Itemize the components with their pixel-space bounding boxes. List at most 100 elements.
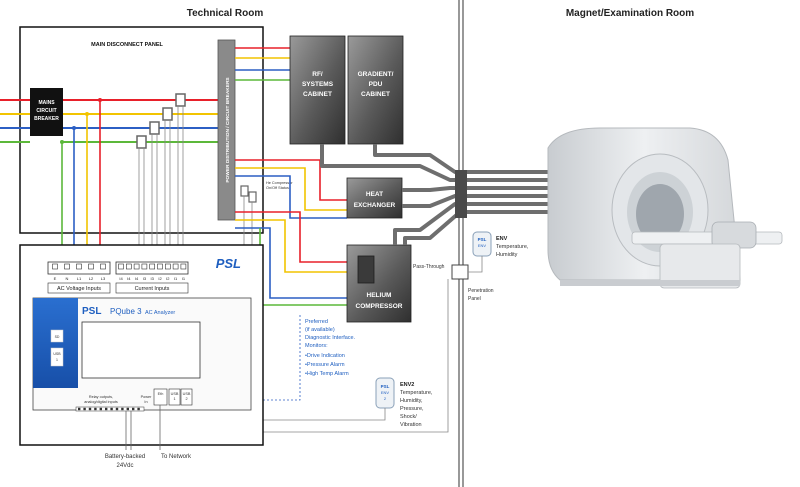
- helium-label-2: COMPRESSOR: [356, 303, 403, 310]
- io-terminal-strip: [75, 406, 145, 412]
- battery-label-2: 24Vdc: [116, 463, 133, 469]
- pqube-display: [81, 321, 201, 379]
- io-terminal: [126, 407, 129, 411]
- pqube-badge: PSL: [82, 306, 101, 317]
- current-terminal: [165, 263, 171, 270]
- env2-badge-text-2: 2: [384, 396, 387, 401]
- env-badge-text: ENV: [478, 243, 487, 248]
- side-slot-2a: USB: [53, 352, 61, 356]
- mains-circuit-breaker: [30, 88, 63, 136]
- usb1-port: [168, 388, 181, 406]
- current-terminal-label: I1: [182, 276, 186, 281]
- breaker-label-3: BREAKER: [34, 116, 59, 122]
- battery-label-1: Battery-backed: [105, 454, 145, 460]
- sd-slot: [50, 329, 64, 343]
- io-terminal: [83, 407, 86, 411]
- power-label-1: Power: [141, 395, 152, 399]
- pqube-blue-panel: [33, 298, 78, 388]
- io-terminal: [94, 407, 97, 411]
- current-transformers: [136, 93, 186, 262]
- breaker-label-2: CIRCUIT: [36, 108, 56, 114]
- env-desc-1: Temperature,: [496, 244, 529, 250]
- gradient-label-2: PDU: [369, 81, 383, 88]
- panel-title: MAIN DISCONNECT PANEL: [91, 42, 163, 48]
- eth-label: Eth: [158, 392, 164, 396]
- compressor-status-2: On/Off Status: [266, 186, 289, 190]
- compressor-status-1: He Compressor: [266, 181, 293, 185]
- distribution-label: POWER DISTRIBUTION / CIRCUIT BREAKERS: [225, 77, 231, 183]
- mri-scanner: [547, 127, 783, 289]
- env2-desc-1: Temperature,: [400, 390, 433, 396]
- pqube-brand: PSL: [216, 256, 241, 271]
- usb2-label-b: 2: [185, 397, 187, 401]
- side-usb-slot: [50, 347, 64, 367]
- voltage-terminal-label: E: [54, 276, 57, 281]
- current-terminal: [118, 263, 124, 270]
- gradient-label-1: GRADIENT/: [358, 71, 394, 78]
- io-terminal: [115, 407, 119, 411]
- env-desc-2: Humidity: [496, 252, 518, 258]
- preferred-3: Diagnostic Interface.: [305, 335, 356, 341]
- pass-through-label: Pass-Through: [413, 264, 445, 270]
- usb2-port: [180, 388, 193, 406]
- io-terminal: [137, 407, 140, 411]
- power-distribution-bar: [217, 39, 236, 221]
- technical-room-title: Technical Room: [187, 8, 264, 19]
- current-terminal-label: I1: [174, 276, 178, 281]
- magnet-room-title: Magnet/Examination Room: [566, 8, 694, 19]
- rf-label-2: SYSTEMS: [302, 81, 334, 88]
- preferred-1: Preferred: [305, 319, 328, 325]
- voltage-terminal-label: L1: [77, 276, 82, 281]
- heat-label-1: HEAT: [366, 191, 383, 198]
- rf-label-1: RF/: [312, 71, 323, 78]
- power-label-2: In: [144, 400, 147, 404]
- usb1-label-b: 1: [173, 397, 175, 401]
- current-terminal-label: I3: [151, 276, 155, 281]
- env-badge-brand: PSL: [478, 237, 487, 242]
- current-inputs-label: Current Inputs: [135, 286, 170, 292]
- current-terminal-label: I3: [143, 276, 147, 281]
- current-terminal: [172, 263, 179, 270]
- preferred-4: Monitors:: [305, 343, 328, 349]
- monitor-2: •Pressure Alarm: [305, 362, 345, 368]
- rf-label-3: CABINET: [303, 91, 332, 98]
- current-terminal-label: I4: [127, 276, 131, 281]
- current-terminal: [149, 263, 155, 270]
- current-terminal-label: I2: [158, 276, 162, 281]
- voltage-terminal: [88, 263, 94, 270]
- gradient-label-3: CABINET: [361, 91, 390, 98]
- io-terminal: [88, 407, 92, 411]
- env-tag: ENV: [496, 236, 508, 242]
- usb1-label-a: USB: [171, 392, 179, 396]
- pqube-model-sub: AC Analyzer: [145, 310, 175, 316]
- env2-desc-2: Humidity,: [400, 398, 423, 404]
- current-terminal: [141, 263, 148, 270]
- env2-badge-brand: PSL: [381, 384, 390, 389]
- helium-compressor: [346, 244, 412, 323]
- io-terminal: [110, 407, 113, 411]
- voltage-terminal-label: L2: [89, 276, 94, 281]
- heat-exchanger: [346, 177, 403, 219]
- eth-port: [153, 388, 168, 406]
- io-terminal: [132, 407, 135, 411]
- monitor-1: •Drive Indication: [305, 353, 345, 359]
- current-terminal: [126, 263, 132, 270]
- io-terminal: [78, 407, 81, 411]
- voltage-terminal-label: L3: [101, 276, 106, 281]
- env2-tag: ENV2: [400, 382, 414, 388]
- penetration-label-1: Penetration: [468, 288, 494, 294]
- current-terminal: [133, 263, 140, 270]
- current-terminal-label: I4: [135, 276, 139, 281]
- io-terminal: [99, 407, 102, 411]
- voltage-terminal: [100, 263, 106, 270]
- relay-label-2: analog/digital inputs: [84, 400, 118, 404]
- side-slot-1: SD: [55, 335, 60, 339]
- io-terminal: [121, 407, 124, 411]
- current-terminal-label: I4: [119, 276, 123, 281]
- voltage-terminal-label: N: [66, 276, 69, 281]
- penetration-label-2: Panel: [468, 296, 481, 302]
- breaker-label-1: MAINS: [38, 100, 55, 106]
- monitor-3: •High Temp Alarm: [305, 371, 349, 377]
